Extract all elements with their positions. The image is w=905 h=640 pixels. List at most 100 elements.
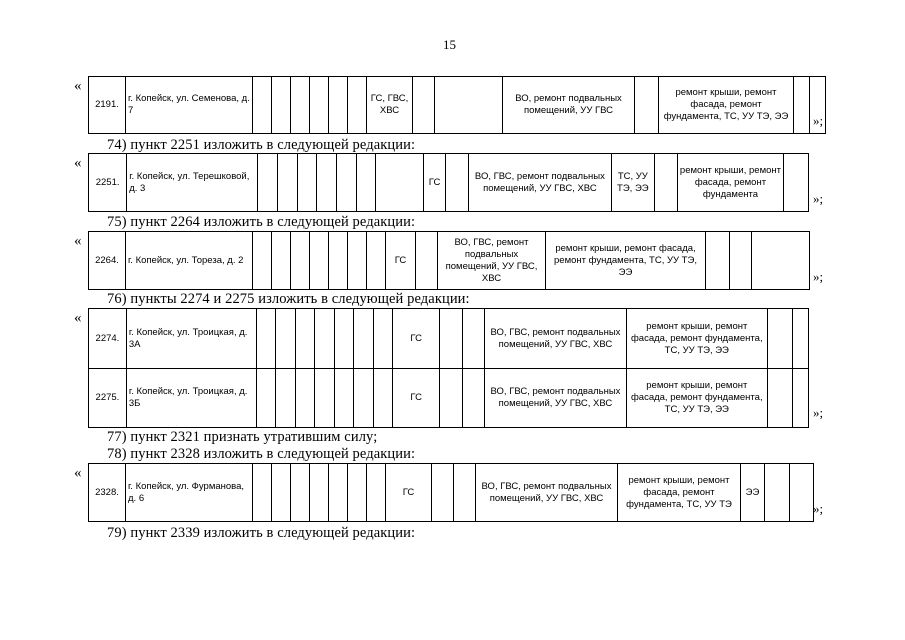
table-cell: ВО, ГВС, ремонт подвальных помещений, УУ… [437, 231, 546, 290]
table-cell: ремонт крыши, ремонт фасада, ремонт фунд… [617, 463, 741, 522]
table-cell [705, 231, 730, 290]
table-cell [375, 153, 424, 212]
table-cell [789, 463, 814, 522]
table-cell [453, 463, 476, 522]
table-cell [729, 231, 752, 290]
table-cell [347, 231, 367, 290]
table-cell [252, 463, 272, 522]
table-cell [366, 463, 386, 522]
table-cell [347, 463, 367, 522]
row-number: 2328. [88, 463, 126, 522]
close-quote: »; [813, 113, 824, 128]
table-cell [255, 368, 277, 428]
table-cell [434, 76, 503, 134]
table-cell: ремонт крыши, ремонт фасада, ремонт фунд… [625, 368, 768, 428]
table-row: 2264. г. Копейск, ул. Тореза, д. 2 ГС ВО… [88, 231, 810, 290]
open-quote: « [74, 78, 82, 94]
open-quote: « [74, 233, 82, 249]
table-cell [314, 308, 335, 369]
table-cell [309, 231, 329, 290]
table-cell [415, 231, 438, 290]
table-cell: ремонт крыши, ремонт фасада, ремонт фунд… [625, 308, 768, 369]
page-number: 15 [443, 37, 456, 52]
table-cell [439, 308, 463, 369]
table-cell [314, 368, 335, 428]
table-cell [328, 76, 348, 134]
table-block-2251: 2251. г. Копейск, ул. Терешковой, д. 3 Г… [87, 153, 809, 212]
table-row: 2275. г. Копейск, ул. Троицкая, д. 3Б ГС… [88, 368, 810, 428]
table-cell [316, 153, 337, 212]
table-cell [791, 308, 810, 369]
table-cell: ГС [422, 153, 447, 212]
table-cell [347, 76, 367, 134]
row-address: г. Копейск, ул. Тореза, д. 2 [125, 231, 253, 290]
row-number: 2251. [87, 153, 128, 212]
table-cell [294, 368, 316, 428]
table-block-2264: 2264. г. Копейск, ул. Тореза, д. 2 ГС ВО… [88, 231, 810, 290]
table-cell [290, 463, 310, 522]
table-cell [764, 463, 790, 522]
table-cell: ГС [385, 463, 432, 522]
table-cell [366, 231, 386, 290]
table-cell [461, 368, 486, 428]
paragraph-75: 75) пункт 2264 изложить в следующей реда… [107, 214, 416, 230]
table-cell [791, 368, 810, 428]
table-cell [309, 463, 329, 522]
paragraph-78: 78) пункт 2328 изложить в следующей реда… [107, 446, 416, 462]
close-quote: »; [813, 501, 824, 516]
table-cell: ГС [385, 231, 416, 290]
table-cell [277, 153, 298, 212]
table-cell: ГС [392, 368, 441, 428]
table-cell [751, 231, 810, 290]
table-cell [654, 153, 678, 212]
table-cell [333, 308, 355, 369]
table-cell [793, 76, 810, 134]
table-cell [257, 153, 279, 212]
row-number: 2191. [88, 76, 126, 134]
table-cell [271, 231, 291, 290]
table-cell: ВО, ГВС, ремонт подвальных помещений, УУ… [475, 463, 618, 522]
table-cell [294, 308, 316, 369]
table-cell: ВО, ГВС, ремонт подвальных помещений, УУ… [468, 153, 612, 212]
table-cell [309, 76, 329, 134]
table-cell: ремонт крыши, ремонт фасада, ремонт фунд… [676, 153, 785, 212]
open-quote: « [74, 465, 82, 481]
table-row: 2191. г. Копейск, ул. Семенова, д. 7 ГС,… [88, 76, 826, 134]
table-cell [328, 231, 348, 290]
table-cell: ремонт крыши, ремонт фасада, ремонт фунд… [658, 76, 794, 134]
table-cell [333, 368, 355, 428]
table-row: 2274. г. Копейск, ул. Троицкая, д. 3А ГС… [88, 308, 810, 369]
table-cell [335, 153, 357, 212]
table-cell [431, 463, 454, 522]
row-address: г. Копейск, ул. Терешковой, д. 3 [126, 153, 259, 212]
table-cell [255, 308, 277, 369]
table-block-2328: 2328. г. Копейск, ул. Фурманова, д. 6 ГС… [88, 463, 814, 522]
paragraph-76: 76) пункты 2274 и 2275 изложить в следую… [107, 291, 470, 307]
table-cell [252, 76, 272, 134]
table-block-2191: 2191. г. Копейск, ул. Семенова, д. 7 ГС,… [88, 76, 826, 134]
table-cell [353, 368, 374, 428]
table-cell: ГС [392, 308, 441, 369]
paragraph-77: 77) пункт 2321 признать утратившим силу; [107, 429, 378, 445]
table-cell: ВО, ГВС, ремонт подвальных помещений, УУ… [484, 368, 627, 428]
close-quote: »; [813, 405, 824, 420]
table-cell [372, 308, 394, 369]
table-cell [271, 76, 291, 134]
table-row: 2251. г. Копейск, ул. Терешковой, д. 3 Г… [87, 153, 809, 212]
row-number: 2275. [88, 368, 127, 428]
table-cell [634, 76, 659, 134]
table-cell [372, 368, 394, 428]
table-row: 2328. г. Копейск, ул. Фурманова, д. 6 ГС… [88, 463, 814, 522]
table-cell [461, 308, 486, 369]
table-cell [271, 463, 291, 522]
open-quote: « [74, 310, 82, 326]
table-cell [445, 153, 470, 212]
table-cell [296, 153, 318, 212]
table-cell [439, 368, 463, 428]
table-cell [412, 76, 435, 134]
table-cell: ЭЭ [740, 463, 765, 522]
table-cell: ВО, ремонт подвальных помещений, УУ ГВС [502, 76, 635, 134]
row-address: г. Копейск, ул. Троицкая, д. 3А [125, 308, 257, 369]
table-cell: ТС, УУ ТЭ, ЭЭ [610, 153, 656, 212]
table-block-2274-2275: 2274. г. Копейск, ул. Троицкая, д. 3А ГС… [88, 308, 810, 428]
